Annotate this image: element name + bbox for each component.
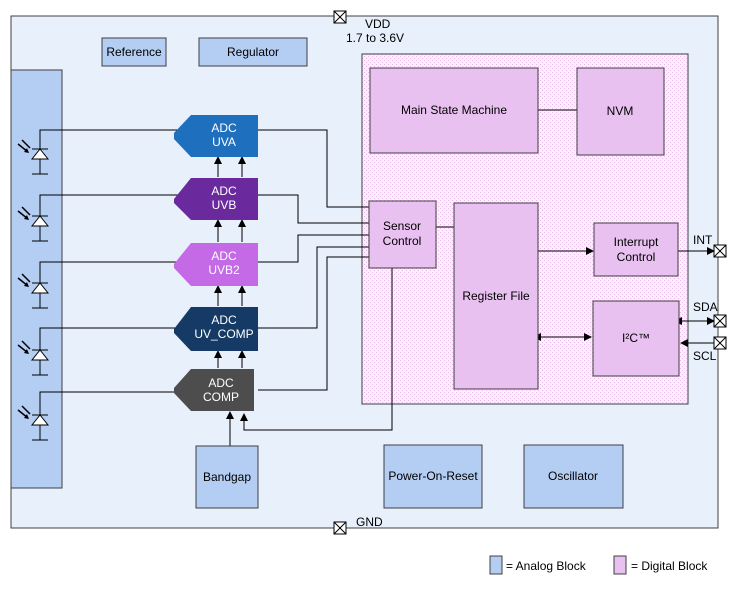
int-label: INT (693, 233, 713, 247)
svg-text:UVB2: UVB2 (208, 263, 240, 277)
vdd-range: 1.7 to 3.6V (346, 31, 404, 45)
svg-text:ADC: ADC (208, 376, 234, 390)
photodiode-icon (17, 206, 50, 242)
svg-text:NVM: NVM (607, 104, 634, 118)
svg-text:I²C™: I²C™ (622, 331, 650, 345)
svg-text:UVA: UVA (212, 135, 236, 149)
legend-digital-label: = Digital Block (631, 559, 708, 573)
adc-uv-comp-block: ADC UV_COMP (174, 307, 258, 351)
legend-analog-label: = Analog Block (506, 559, 587, 573)
i2c-block: I²C™ (592, 300, 680, 377)
svg-text:ADC: ADC (211, 121, 237, 135)
svg-text:Oscillator: Oscillator (548, 469, 598, 483)
svg-text:Register File: Register File (462, 289, 530, 303)
sensor-control-block: Sensor Control (368, 200, 437, 269)
wires (39, 109, 715, 446)
interrupt-control-block: Interrupt Control (593, 222, 679, 277)
photodiodes (17, 139, 50, 441)
svg-text:Bandgap: Bandgap (203, 470, 251, 484)
photodiode-icon (17, 340, 50, 376)
svg-text:Control: Control (617, 250, 656, 264)
gnd-pin (333, 521, 347, 535)
regulator-block: Regulator (198, 37, 308, 67)
legend-analog-swatch (489, 555, 503, 575)
legend-digital-swatch (613, 555, 627, 575)
sda-pin (713, 314, 727, 328)
scl-label: SCL (693, 349, 717, 363)
sda-label: SDA (693, 300, 718, 314)
gnd-label: GND (356, 515, 383, 529)
int-pin (713, 244, 727, 258)
register-file-block: Register File (453, 202, 539, 390)
svg-text:Power-On-Reset: Power-On-Reset (388, 469, 478, 483)
adc-uvb-block: ADC UVB (174, 178, 258, 220)
svg-text:ADC: ADC (211, 313, 237, 327)
svg-text:COMP: COMP (203, 390, 239, 404)
power-on-reset-block: Power-On-Reset (383, 444, 483, 509)
oscillator-block: Oscillator (523, 444, 624, 509)
svg-text:Interrupt: Interrupt (614, 235, 659, 249)
vdd-label: VDD (365, 17, 391, 31)
photodiode-icon (17, 273, 50, 309)
svg-text:Control: Control (383, 234, 422, 248)
photodiode-icon (17, 405, 50, 441)
adc-comp-block: ADC COMP (174, 369, 254, 411)
nvm-block: NVM (576, 67, 665, 156)
svg-text:Sensor: Sensor (383, 219, 421, 233)
svg-text:Reference: Reference (106, 45, 162, 59)
legend: = Analog Block = Digital Block (489, 555, 708, 575)
bandgap-block: Bandgap (195, 445, 259, 509)
svg-text:UVB: UVB (212, 198, 237, 212)
svg-text:Regulator: Regulator (227, 45, 279, 59)
svg-text:Main State Machine: Main State Machine (401, 103, 507, 117)
adc-uvb2-block: ADC UVB2 (174, 243, 258, 286)
svg-text:UV_COMP: UV_COMP (194, 327, 253, 341)
svg-text:ADC: ADC (211, 249, 237, 263)
svg-text:ADC: ADC (211, 184, 237, 198)
adc-uva-block: ADC UVA (174, 115, 258, 157)
main-state-machine-block: Main State Machine (369, 67, 539, 154)
scl-pin (713, 336, 727, 350)
photodiode-icon (17, 139, 50, 175)
reference-block: Reference (101, 37, 167, 67)
vdd-pin (333, 10, 347, 24)
